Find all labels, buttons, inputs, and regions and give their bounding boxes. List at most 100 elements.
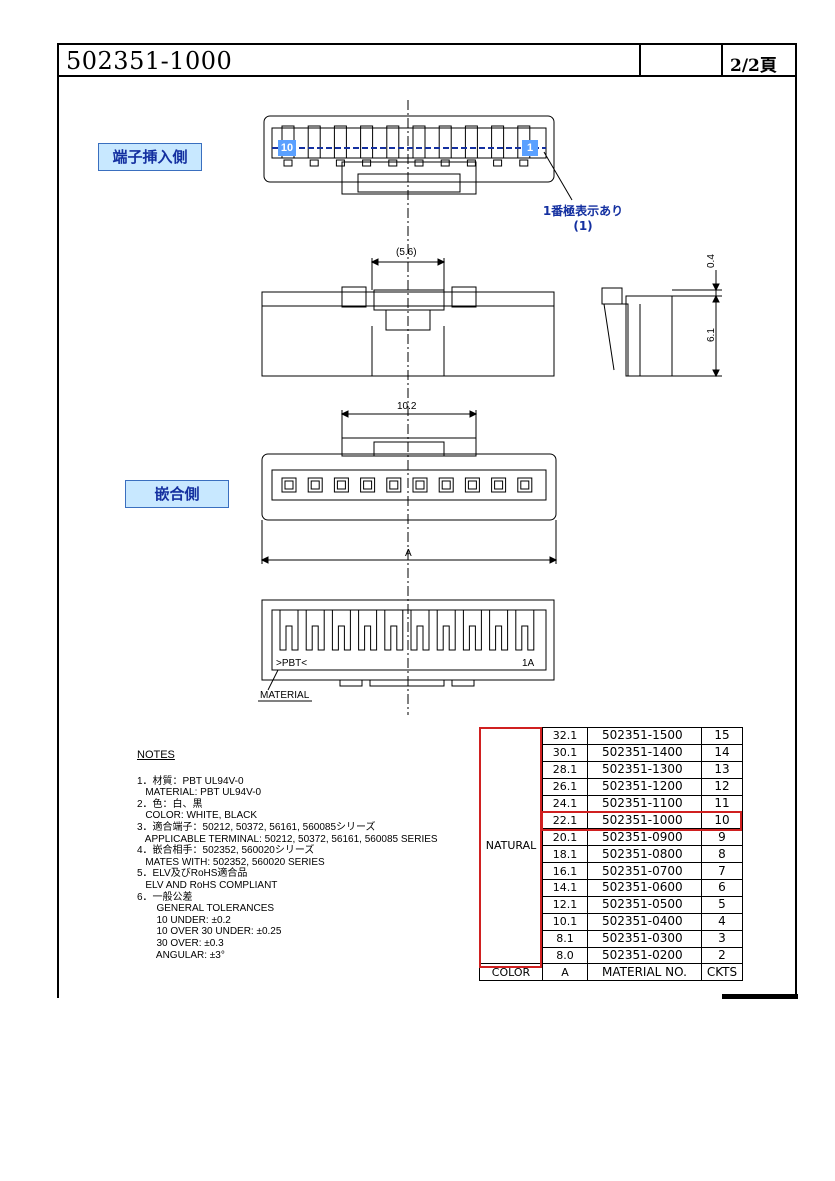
pin-mark-note-line1: 1番極表示あり <box>542 204 624 218</box>
note-line: 2．色：白、黒 <box>137 798 203 810</box>
terminal-cavity <box>389 480 399 490</box>
table-cell-material: 502351-0300 <box>587 929 702 948</box>
table-cell-ckts: 8 <box>701 845 743 864</box>
terminal-cavity <box>335 159 345 167</box>
note-line: MATES WITH: 502352, 560020 SERIES <box>137 856 325 868</box>
table-cell-a: 32.1 <box>542 727 588 745</box>
table-cell-ckts: 12 <box>701 777 743 796</box>
side-view <box>601 270 722 378</box>
note-line: 3．適合端子：50212, 50372, 56161, 560085シリーズ <box>137 821 376 833</box>
terminal-cavity <box>279 610 299 651</box>
note-line: 4．嵌合相手：502352, 560020シリーズ <box>137 845 315 857</box>
table-cell-a: 10.1 <box>542 912 588 931</box>
terminal-cavity <box>489 610 509 651</box>
insertion-side-label: 端子挿入側 <box>98 143 202 171</box>
dim-56: (5.6) <box>396 247 417 258</box>
terminal-cavity <box>440 159 450 167</box>
terminal-cavity <box>284 480 294 490</box>
note-line: 5．ELV及びRoHS適合品 <box>137 868 248 880</box>
table-header-a: A <box>542 963 588 982</box>
pin-1-label: 1 <box>522 140 538 156</box>
table-cell-material: 502351-0800 <box>587 845 702 864</box>
table-cell-a: 20.1 <box>542 828 588 847</box>
note-line: 10 OVER 30 UNDER: ±0.25 <box>137 926 282 938</box>
terminal-cavity <box>358 610 378 651</box>
table-header-material: MATERIAL NO. <box>587 963 702 982</box>
terminal-cavity <box>281 477 297 493</box>
terminal-cavity <box>415 480 425 490</box>
note-line: 30 OVER: ±0.3 <box>137 937 224 949</box>
terminal-cavity <box>436 610 456 651</box>
table-cell-ckts: 3 <box>701 929 743 948</box>
terminal-cavity <box>360 125 374 159</box>
terminal-cavity <box>336 480 346 490</box>
terminal-cavity <box>386 477 402 493</box>
material-label: MATERIAL <box>260 690 310 701</box>
table-cell-material: 502351-0600 <box>587 879 702 897</box>
table-cell-a: 18.1 <box>542 845 588 864</box>
terminal-cavity <box>491 477 507 493</box>
terminal-cavity <box>309 159 319 167</box>
drawing-title: 502351-1000 <box>66 47 233 75</box>
table-cell-material: 502351-0200 <box>587 946 702 965</box>
terminal-cavity <box>360 477 376 493</box>
table-cell-material: 502351-1100 <box>587 794 702 813</box>
terminal-cavity <box>305 610 325 651</box>
terminal-cavity <box>384 610 404 651</box>
table-header-ckts: CKTS <box>701 963 743 982</box>
table-cell-ckts: 4 <box>701 912 743 931</box>
pin-1a-label: 1A <box>522 658 535 669</box>
terminal-cavity <box>519 159 529 167</box>
mating-side-label: 嵌合側 <box>125 480 229 508</box>
table-cell-ckts: 6 <box>701 879 743 897</box>
terminal-cavity <box>363 480 373 490</box>
note-line: 10 UNDER: ±0.2 <box>137 914 231 926</box>
terminal-cavity <box>441 480 451 490</box>
terminal-cavity <box>410 610 430 651</box>
table-cell-material: 502351-0500 <box>587 895 702 914</box>
terminal-cavity <box>333 477 349 493</box>
title-divider <box>639 43 641 77</box>
note-line: 1．材質：PBT UL94V-0 <box>137 775 244 787</box>
terminal-cavity <box>491 125 505 159</box>
dim-a: A <box>405 548 412 559</box>
terminal-cavity <box>515 610 535 651</box>
color-highlight-box <box>479 727 542 968</box>
dim-102: 10.2 <box>397 401 417 412</box>
table-cell-ckts: 7 <box>701 862 743 881</box>
pin-mark-note-line2: (1) <box>573 219 593 233</box>
terminal-cavity <box>520 480 530 490</box>
table-cell-ckts: 5 <box>701 895 743 914</box>
note-line: APPLICABLE TERMINAL: 50212, 50372, 56161… <box>137 833 438 845</box>
terminal-cavity <box>333 125 347 159</box>
table-cell-material: 502351-0700 <box>587 862 702 881</box>
note-line: GENERAL TOLERANCES <box>137 903 275 915</box>
table-cell-a: 8.0 <box>542 946 588 965</box>
terminal-cavity <box>464 477 480 493</box>
top-view <box>261 258 555 377</box>
table-cell-a: 8.1 <box>542 929 588 948</box>
title-divider <box>721 43 723 77</box>
pbt-mark: >PBT< <box>276 658 307 669</box>
terminal-cavity <box>307 125 321 159</box>
table-cell-ckts: 13 <box>701 760 743 779</box>
terminal-cavity <box>307 477 323 493</box>
insertion-side-view <box>263 115 573 201</box>
mating-side-view <box>260 410 558 564</box>
